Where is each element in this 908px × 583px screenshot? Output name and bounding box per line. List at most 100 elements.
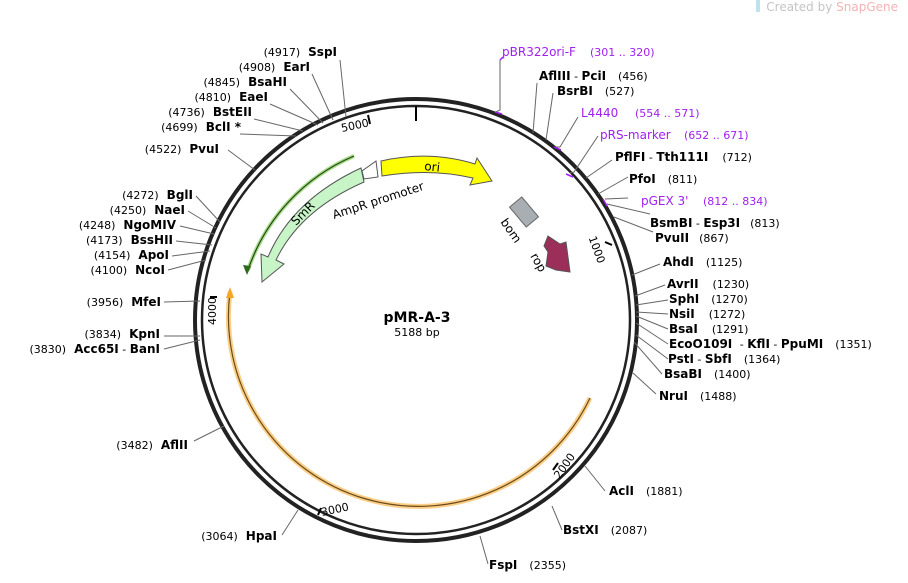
primer-pbr322ori-f-pos: (301 .. 320) (590, 46, 655, 59)
site-bsteii: (4736)BstEII (168, 105, 252, 119)
svg-text:(4810)EaeI: (4810)EaeI (195, 90, 268, 104)
svg-text:PstI - SbfI(1364): PstI - SbfI(1364) (668, 352, 780, 366)
primer-pgex3-pos: (812 .. 834) (703, 195, 768, 208)
svg-text:BsrBI(527): BsrBI(527) (557, 84, 634, 98)
site-nrui: NruI(1488) (659, 389, 737, 403)
primer-prs-marker-pos: (652 .. 671) (684, 129, 749, 142)
primer-l4440-name: L4440 (581, 106, 618, 120)
site-ngomiv: (4248)NgoMIV (79, 218, 177, 232)
svg-text:BsaI(1291): BsaI(1291) (669, 322, 748, 336)
site-fspi: FspI(2355) (489, 558, 566, 572)
site-sspi: (4917)SspI (264, 45, 337, 59)
svg-text:(4917)SspI: (4917)SspI (264, 45, 337, 59)
primer-prs-marker-name: pRS-marker (600, 128, 671, 142)
rop-feature-arrow[interactable] (543, 235, 571, 273)
svg-text:(4154)ApoI: (4154)ApoI (94, 248, 169, 262)
site-avrii: AvrII(1230) (667, 277, 749, 291)
green-region-arc-core (247, 155, 355, 271)
svg-text:AhdI(1125): AhdI(1125) (663, 255, 742, 269)
site-apoi: (4154)ApoI (94, 248, 169, 262)
site-afliii: AflIII - PciI(456) (539, 69, 648, 83)
tick-mark-3000 (317, 507, 322, 516)
svg-text:BsmBI - Esp3I(813): BsmBI - Esp3I(813) (650, 216, 780, 230)
svg-text:(3830)Acc65I - BanI: (3830)Acc65I - BanI (30, 342, 161, 356)
site-aflii: (3482)AflII (116, 438, 188, 452)
watermark-brand-a: Snap (836, 0, 867, 14)
site-bsrbi: BsrBI(527) (557, 84, 634, 98)
site-mfei: (3956)MfeI (87, 295, 161, 309)
tick-label-3000: 3000 (320, 500, 350, 519)
svg-text:EcoO109I - KflI - PpuMI(1351): EcoO109I - KflI - PpuMI(1351) (669, 337, 872, 351)
site-ecoo109i: EcoO109I - KflI - PpuMI(1351) (669, 337, 872, 351)
svg-text:(4522)PvuI: (4522)PvuI (145, 142, 219, 156)
watermark-brand-b: Gene (866, 0, 898, 14)
smr-feature-arrow[interactable] (260, 167, 365, 284)
svg-text:SphI(1270): SphI(1270) (669, 292, 748, 306)
site-pfoi: PfoI(811) (629, 172, 697, 186)
plasmid-name: pMR-A-3 (384, 310, 451, 326)
primer-pbr322ori-f-name: pBR322ori-F (502, 45, 576, 59)
svg-text:NsiI(1272): NsiI(1272) (669, 307, 745, 321)
ampr-promoter-arrow[interactable] (361, 160, 379, 180)
site-sphi: SphI(1270) (669, 292, 748, 306)
svg-text:(4272)BglI: (4272)BglI (122, 188, 193, 202)
svg-text:(3064)HpaI: (3064)HpaI (201, 529, 277, 543)
svg-text:FspI(2355): FspI(2355) (489, 558, 566, 572)
svg-text:(4248)NgoMIV: (4248)NgoMIV (79, 218, 177, 232)
site-hpai: (3064)HpaI (201, 529, 277, 543)
site-acli: AclI(1881) (609, 484, 683, 498)
ori-feature-arrow[interactable] (380, 155, 493, 186)
svg-text:AvrII(1230): AvrII(1230) (667, 277, 749, 291)
svg-text:(3482)AflII: (3482)AflII (116, 438, 188, 452)
site-ncoi: (4100)NcoI (91, 263, 165, 277)
rop-label: rop (527, 251, 549, 275)
site-naei: (4250)NaeI (110, 203, 185, 217)
green-region-arrowhead (243, 265, 251, 275)
svg-text:PflFI - Tth111I(712): PflFI - Tth111I(712) (615, 150, 752, 164)
site-bcli: (4699)BclI * (161, 120, 242, 134)
tick-mark-5000 (367, 114, 371, 125)
snapgene-watermark: Created by SnapGene (756, 0, 898, 14)
svg-text:(3956)MfeI: (3956)MfeI (87, 295, 161, 309)
primer-markers (494, 56, 608, 207)
svg-text:(4250)NaeI: (4250)NaeI (110, 203, 185, 217)
svg-text:BstXI(2087): BstXI(2087) (563, 523, 647, 537)
plasmid-length: 5188 bp (394, 326, 439, 339)
ori-label: ori (424, 159, 441, 175)
tick-mark-2000 (552, 462, 559, 471)
tick-label-4000: 4000 (206, 297, 219, 325)
backbone-outer-ring (193, 97, 639, 543)
site-bstxi: BstXI(2087) (563, 523, 647, 537)
svg-text:BsaBI(1400): BsaBI(1400) (664, 367, 751, 381)
site-bsahi: (4845)BsaHI (204, 75, 287, 89)
svg-text:(3834)KpnI: (3834)KpnI (85, 327, 160, 341)
bom-feature[interactable] (508, 196, 540, 228)
tick-label-5000: 5000 (340, 116, 370, 135)
svg-text:PfoI(811): PfoI(811) (629, 172, 697, 186)
svg-text:AflIII - PciI(456): AflIII - PciI(456) (539, 69, 648, 83)
svg-text:(4100)NcoI: (4100)NcoI (91, 263, 165, 277)
site-bsabi: BsaBI(1400) (664, 367, 751, 381)
site-bsmbi: BsmBI - Esp3I(813) (650, 216, 780, 230)
svg-text:(4845)BsaHI: (4845)BsaHI (204, 75, 287, 89)
orange-region-arc-core (227, 291, 591, 507)
svg-text:NruI(1488): NruI(1488) (659, 389, 737, 403)
primer-l4440-pos: (554 .. 571) (635, 107, 700, 120)
site-bsai: BsaI(1291) (669, 322, 748, 336)
svg-text:(4736)BstEII: (4736)BstEII (168, 105, 252, 119)
svg-text:AclI(1881): AclI(1881) (609, 484, 683, 498)
site-eaei: (4810)EaeI (195, 90, 268, 104)
svg-text:PvuII(867): PvuII(867) (655, 231, 729, 245)
orange-region-arrowhead (226, 287, 234, 298)
svg-text:(4699)BclI *: (4699)BclI * (161, 120, 242, 134)
svg-text:(4908)EarI: (4908)EarI (239, 60, 310, 74)
watermark-created-by: Created by (766, 0, 833, 14)
site-pflfi: PflFI - Tth111I(712) (615, 150, 752, 164)
snapgene-logo-icon (756, 0, 761, 12)
site-pvui: (4522)PvuI (145, 142, 219, 156)
site-psti: PstI - SbfI(1364) (668, 352, 780, 366)
site-eari: (4908)EarI (239, 60, 310, 74)
site-kpni: (3834)KpnI (85, 327, 160, 341)
site-ahdi: AhdI(1125) (663, 255, 742, 269)
